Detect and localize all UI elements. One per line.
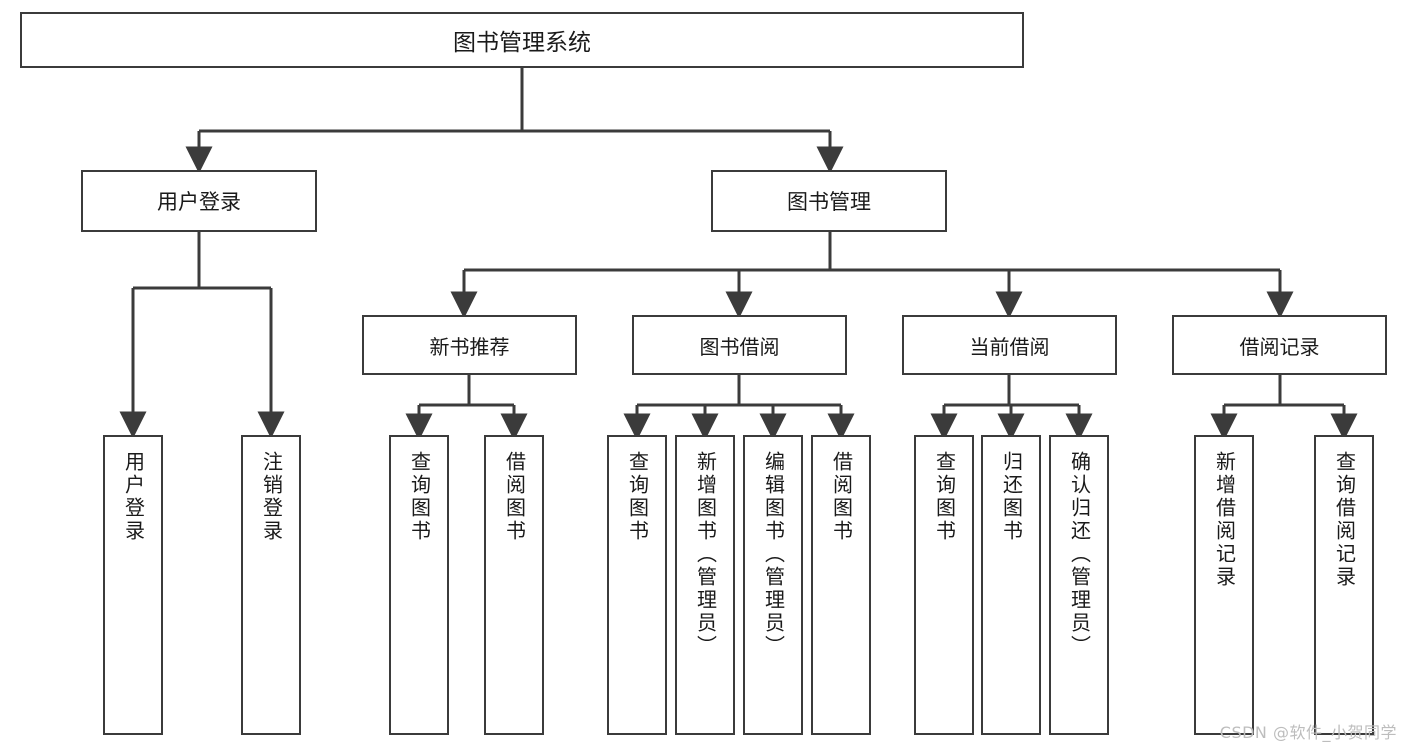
leaf-borrow-record-add[interactable]: 新增借阅记录 (1194, 435, 1254, 735)
leaf-label: 借阅图书 (502, 451, 527, 543)
leaf-borrow-record-query[interactable]: 查询借阅记录 (1314, 435, 1374, 735)
leaf-label: 查询借阅记录 (1332, 451, 1357, 589)
leaf-label: 归还图书 (999, 451, 1024, 543)
node-label: 图书管理 (787, 190, 871, 214)
leaf-book-borrow-add[interactable]: 新增图书（管理员） (675, 435, 735, 735)
node-label: 用户登录 (157, 190, 241, 214)
leaf-current-borrow-return[interactable]: 归还图书 (981, 435, 1041, 735)
leaf-user-login-signin[interactable]: 用户登录 (103, 435, 163, 735)
node-book-manage[interactable]: 图书管理 (711, 170, 947, 232)
watermark-text: CSDN @软件_小贺同学 (1219, 723, 1397, 742)
node-user-login[interactable]: 用户登录 (81, 170, 317, 232)
leaf-label: 查询图书 (407, 451, 432, 543)
node-label: 新书推荐 (429, 334, 510, 359)
leaf-label: 注销登录 (259, 451, 284, 543)
node-label: 图书管理系统 (453, 30, 591, 56)
leaf-label: 借阅图书 (829, 451, 854, 543)
node-new-book-recommend[interactable]: 新书推荐 (362, 315, 577, 375)
node-label: 当前借阅 (969, 334, 1050, 359)
leaf-label: 新增图书（管理员） (693, 451, 718, 658)
node-book-borrow[interactable]: 图书借阅 (632, 315, 847, 375)
node-label: 图书借阅 (699, 334, 780, 359)
leaf-user-login-signout[interactable]: 注销登录 (241, 435, 301, 735)
leaf-new-book-query[interactable]: 查询图书 (389, 435, 449, 735)
leaf-label: 新增借阅记录 (1212, 451, 1237, 589)
node-borrow-record[interactable]: 借阅记录 (1172, 315, 1387, 375)
leaf-book-borrow-query[interactable]: 查询图书 (607, 435, 667, 735)
leaf-label: 查询图书 (625, 451, 650, 543)
leaf-current-borrow-query[interactable]: 查询图书 (914, 435, 974, 735)
node-current-borrow[interactable]: 当前借阅 (902, 315, 1117, 375)
leaf-book-borrow-edit[interactable]: 编辑图书（管理员） (743, 435, 803, 735)
leaf-label: 查询图书 (932, 451, 957, 543)
leaf-label: 确认归还（管理员） (1067, 451, 1092, 658)
node-label: 借阅记录 (1239, 334, 1320, 359)
leaf-book-borrow-lend[interactable]: 借阅图书 (811, 435, 871, 735)
leaf-new-book-borrow[interactable]: 借阅图书 (484, 435, 544, 735)
node-root-system[interactable]: 图书管理系统 (20, 12, 1024, 68)
leaf-label: 编辑图书（管理员） (761, 451, 786, 658)
leaf-label: 用户登录 (121, 451, 146, 543)
leaf-current-borrow-confirm-return[interactable]: 确认归还（管理员） (1049, 435, 1109, 735)
